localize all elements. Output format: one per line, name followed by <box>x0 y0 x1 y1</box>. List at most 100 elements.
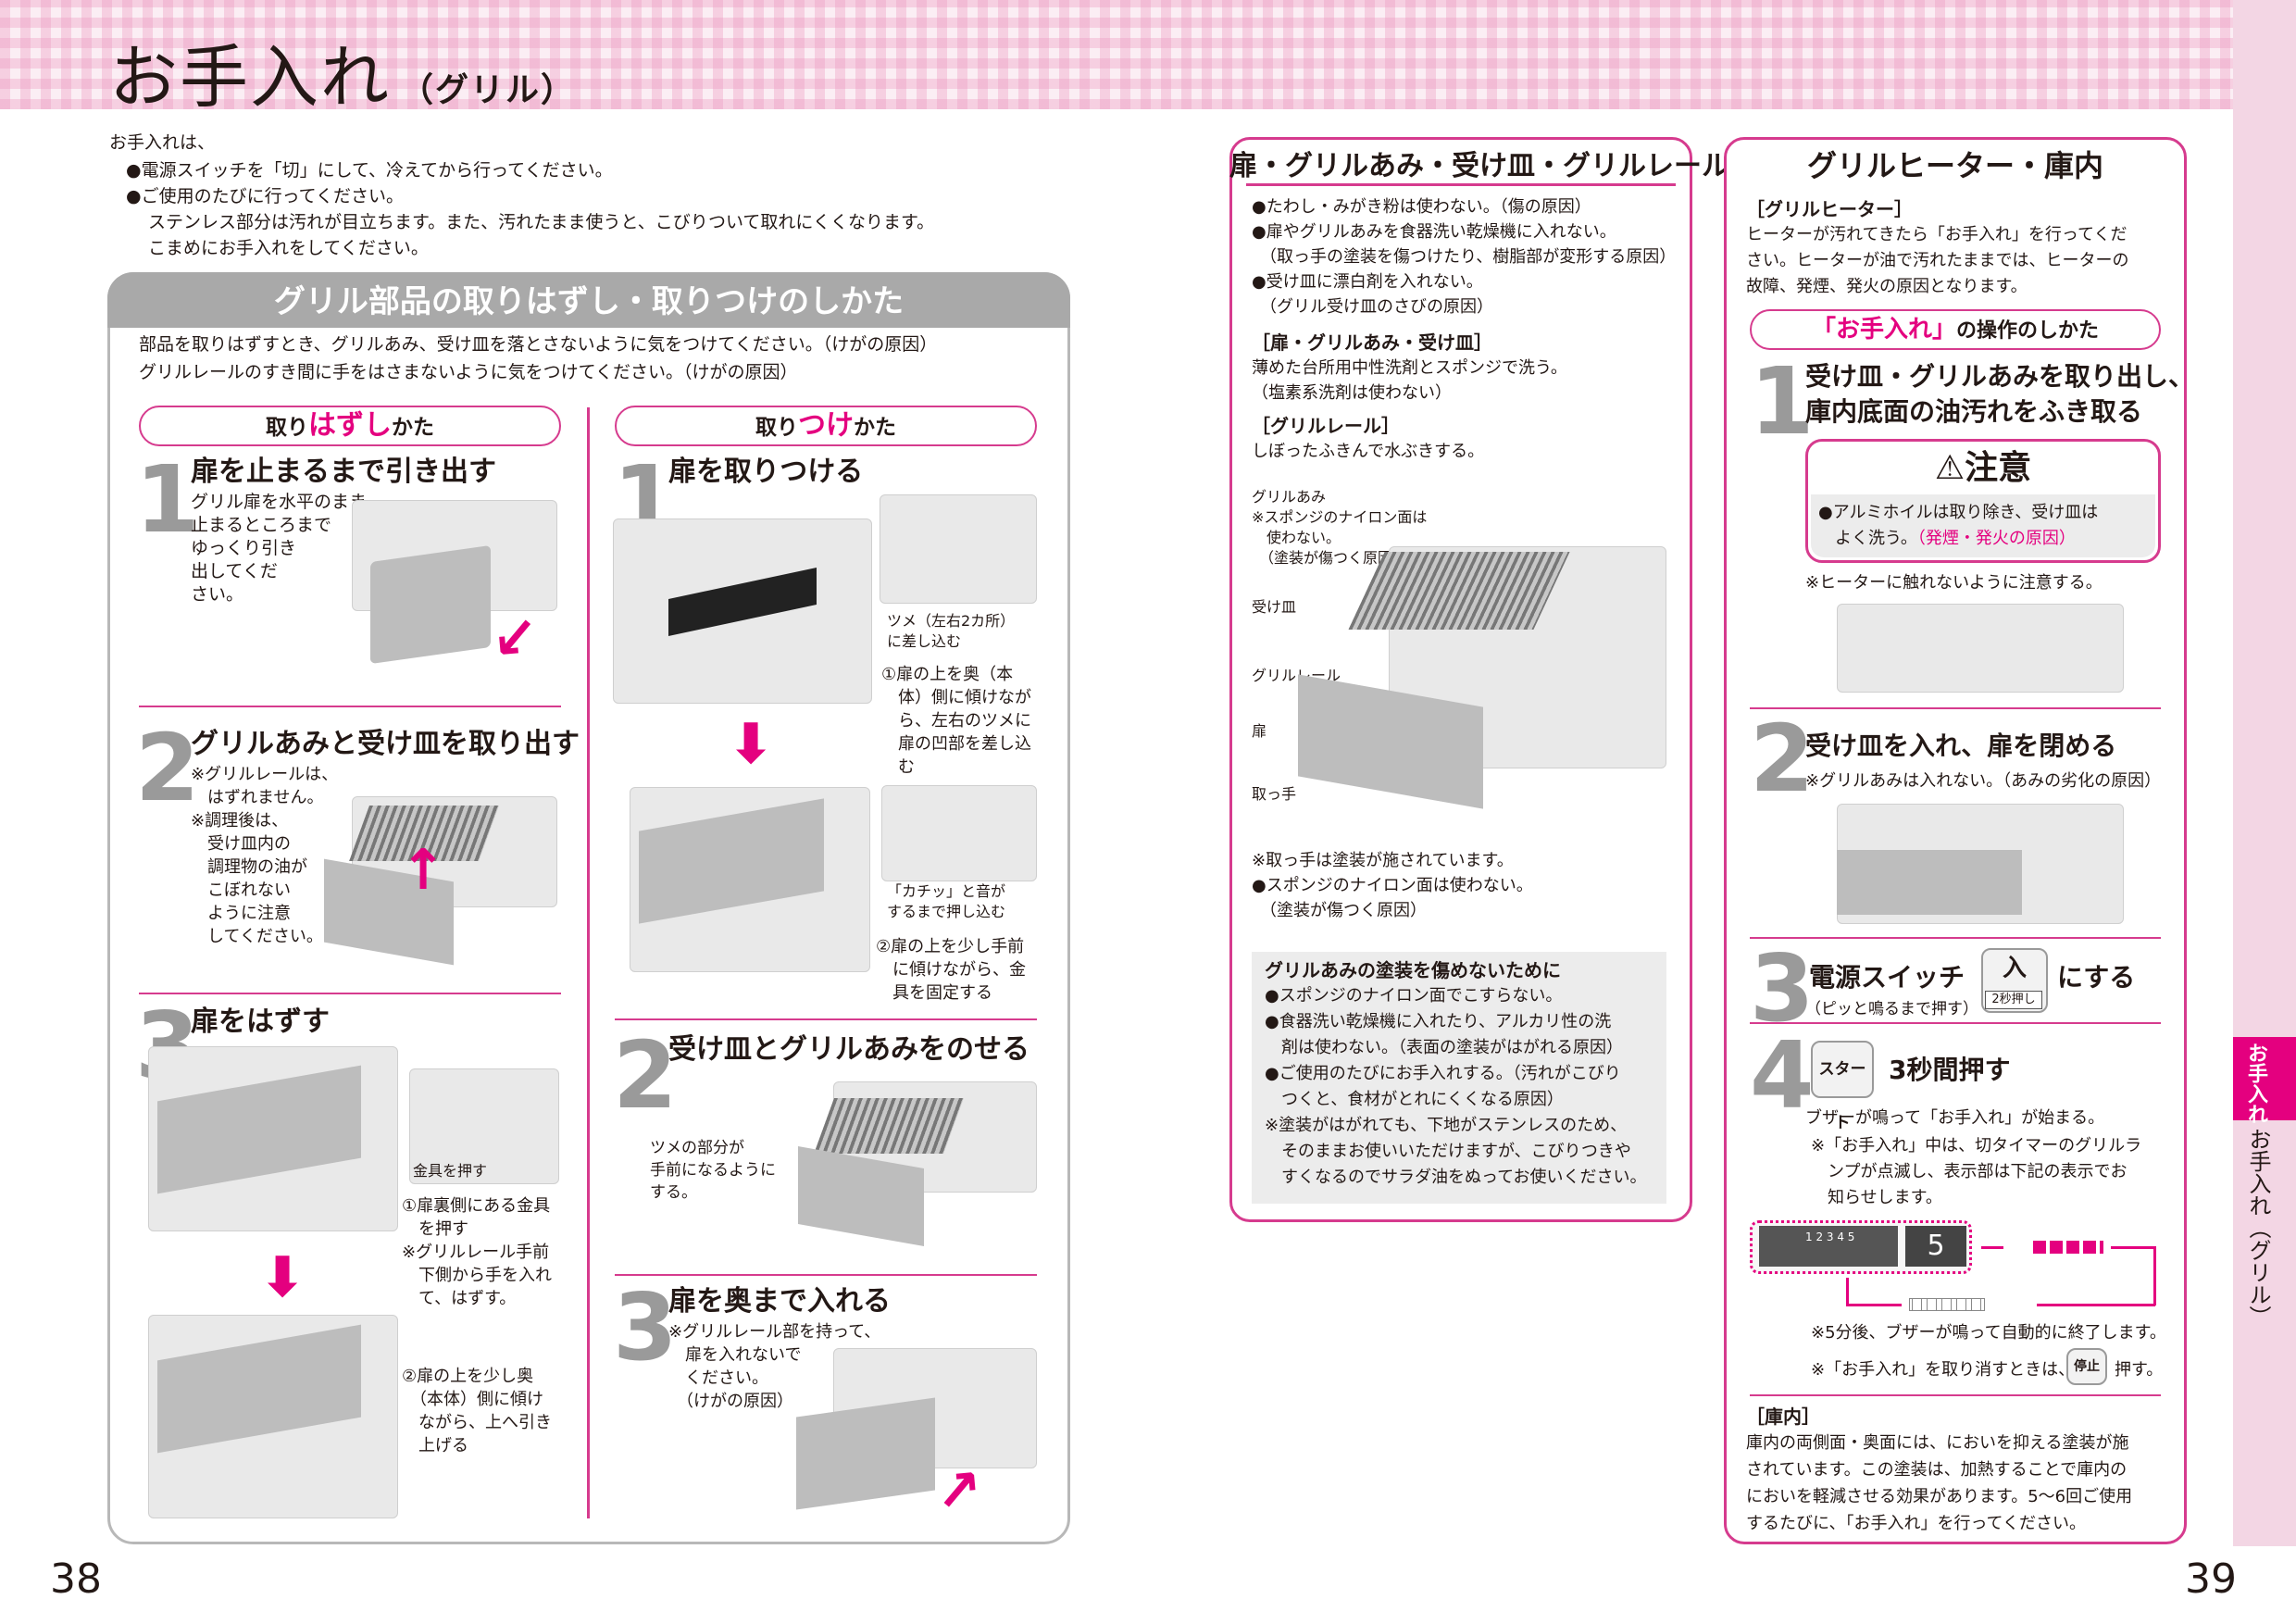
flow-arrow <box>1981 1246 2003 1249</box>
start-button-icon: スタート <box>1811 1041 1874 1132</box>
sub-title: ［庫内］ <box>1746 1405 1820 1428</box>
flow-arrow <box>1846 1304 1902 1306</box>
segment-display <box>2033 1241 2103 1254</box>
illustration-callout <box>880 494 1037 604</box>
middle-foot: ※取っ手は塗装が施されています。●スポンジのナイロン面は使わない。 （塗装が傷つ… <box>1252 851 1533 920</box>
middle-bullets: ●たわし・みがき粉は使わない。（傷の原因）●扉やグリルあみを食器洗い乾燥機に入れ… <box>1252 197 1677 317</box>
sub-lines: しぼったふきんで水ぶきする。 <box>1252 442 1485 461</box>
step-notes: ②扉の上を少し奥 （本体）側に傾け ながら、上へ引き 上げる <box>402 1367 552 1455</box>
step-desc: グリル扉を水平のまま、止まるところまでゆっくり引き出してください。 <box>191 492 384 605</box>
side-tab-label: お手入れ（グリル） <box>2245 1128 2271 1328</box>
illustration-grill-door <box>370 544 491 665</box>
step-title: 扉を止まるまで引き出す <box>191 456 496 488</box>
side-tab-label: お手入れ <box>2244 1043 2267 1124</box>
page-title: お手入れ（グリル） <box>109 38 577 118</box>
divider <box>1750 707 2161 709</box>
segment-display-off <box>1909 1298 1985 1311</box>
label-tobira: 扉 <box>1252 722 1267 740</box>
middle-box-title: 扉・グリルあみ・受け皿・グリルレール <box>1229 150 1729 182</box>
callout-label: 金具を押す <box>413 1162 488 1180</box>
step-title: グリルあみと受け皿を取り出す <box>191 728 580 760</box>
step-number: 3 <box>1750 934 1815 1043</box>
header-band <box>0 0 2296 109</box>
divider <box>615 1274 1037 1276</box>
step-sub: （ピッと鳴るまで押す） <box>1805 1000 1978 1018</box>
step-number: 1 <box>1750 347 1815 456</box>
arrow-down-icon: ⬇ <box>728 712 775 777</box>
sub-title: ［グリルレール］ <box>1252 415 1400 437</box>
side-tab <box>2233 0 2296 1546</box>
illustration-callout <box>881 785 1037 881</box>
intro-lead: お手入れは、 <box>109 132 216 153</box>
step-title: 扉を奥まで入れる <box>668 1285 891 1318</box>
page-number-right: 39 <box>2185 1555 2237 1603</box>
illustration-grill-net <box>1348 552 1570 630</box>
label-ami: グリルあみ※スポンジのナイロン面は 使わない。 （塗装が傷つく原因） <box>1252 488 1428 567</box>
illustration-grill-net <box>814 1098 964 1154</box>
step-desc: ※グリルレール部を持って、 扉を入れないで ください。 （けがの原因） <box>668 1322 881 1411</box>
flow-arrow <box>2037 1304 2155 1306</box>
end-note: ※5分後、ブザーが鳴って自動的に終了します。 <box>1811 1323 2166 1343</box>
intro-line: ステンレス部分は汚れが目立ちます。また、汚れたまま使うと、こびりついて取れにくく… <box>148 212 935 232</box>
right-box-title: グリルヒーター・庫内 <box>1806 148 2103 183</box>
step-number: 4 <box>1750 1021 1815 1130</box>
side-tab-active <box>2233 1037 2296 1120</box>
step-title: にする <box>2057 962 2136 993</box>
callout-label: ツメ（左右2カ所）に差し込む <box>887 612 1016 650</box>
step-notes: ①扉裏側にある金具 を押す※グリルレール手前 下側から手を入れ て、はずす。 <box>402 1196 552 1308</box>
step-notes: ②扉の上を少し手前 に傾けながら、金 具を固定する <box>876 937 1026 1003</box>
parts-note: グリルレールのすき間に手をはさまないように気をつけてください。（けがの原因） <box>139 362 798 382</box>
step-title: 3秒間押す <box>1889 1055 2011 1085</box>
step-title: 受け皿・グリルあみを取り出し、庫内底面の油汚れをふき取る <box>1805 361 2195 427</box>
page-number-left: 38 <box>50 1555 102 1603</box>
tip-lines: ●スポンジのナイロン面でこすらない。●食器洗い乾燥機に入れたり、アルカリ性の洗 … <box>1265 986 1647 1187</box>
callout-label: 「カチッ」と音がするまで押し込む <box>887 882 1006 920</box>
parts-section-band <box>107 272 1070 328</box>
press-2sec-badge: 2秒押し <box>1985 991 2042 1009</box>
intro-bullet: ●ご使用のたびに行ってください。 <box>126 186 405 206</box>
step-title: 受け皿とグリルあみをのせる <box>668 1033 1029 1066</box>
illustration-door <box>1837 850 2022 915</box>
tip-title: グリルあみの塗装を傷めないために <box>1265 959 1561 981</box>
divider <box>139 706 561 707</box>
sub-title: ［グリルヒーター］ <box>1746 198 1913 220</box>
heater-lines: ヒーターが汚れてきたら「お手入れ」を行ってください。ヒーターが油で汚れたままでは… <box>1746 225 2129 296</box>
display-lamps <box>1759 1226 1898 1267</box>
attach-pill: 取りつけかた <box>615 406 1037 446</box>
step-number: 2 <box>613 1021 678 1130</box>
display-digit: 5 <box>1905 1226 1966 1267</box>
cancel-note: ※「お手入れ」を取り消すときは、 <box>1811 1360 2076 1380</box>
cancel-note: 押す。 <box>2115 1360 2164 1380</box>
flow-arrow <box>1846 1278 1849 1305</box>
operation-pill: 「お手入れ」の操作のしかた <box>1750 309 2161 350</box>
arrow-down-icon: ⬇ <box>259 1245 306 1310</box>
step-title: 受け皿を入れ、扉を閉める <box>1805 731 2117 761</box>
page-subtitle: （グリル） <box>400 71 577 109</box>
sub-lines: 薄めた台所用中性洗剤とスポンジで洗う。（塩素系洗剤は使わない） <box>1252 358 1567 403</box>
step-number: 1 <box>135 445 200 554</box>
step-number: 3 <box>613 1273 678 1381</box>
parts-section-title: グリル部品の取りはずし・取りつけのしかた <box>273 283 905 320</box>
label-sara: 受け皿 <box>1252 598 1297 616</box>
stop-button-icon: 停止 <box>2066 1348 2107 1385</box>
arrow-icon: ↑ <box>400 838 447 903</box>
divider <box>615 1018 1037 1020</box>
illustration-grill-interior <box>1837 604 2124 693</box>
kou-lines: 庫内の両側面・奥面には、においを抑える塗装が施されています。この塗装は、加熱する… <box>1746 1433 2133 1533</box>
illustration-callout <box>409 1068 559 1184</box>
step-number: 2 <box>135 714 200 822</box>
flow-arrow <box>2153 1246 2156 1305</box>
step-note: ※グリルあみは入れない。（あみの劣化の原因） <box>1805 771 2162 791</box>
step-title: 扉をはずす <box>191 1006 330 1038</box>
divider <box>1750 937 2161 939</box>
label-totte: 取っ手 <box>1252 785 1297 803</box>
divider <box>1750 1394 2161 1396</box>
step-notes: ※「お手入れ」中は、切タイマーのグリルラ ンプが点滅し、表示部は下記の表示でお … <box>1811 1136 2142 1207</box>
step-note: ※ヒーターに触れないように注意する。 <box>1805 573 2103 593</box>
step-notes: ①扉の上を奥（本 体）側に傾けなが ら、左右のツメに 扉の凹部を差し込 む <box>881 665 1031 777</box>
step-desc: ※グリルレールは、 はずれません。※調理後は、 受け皿内の 調理物の油が こぼれ… <box>191 765 339 946</box>
sub-title: ［扉・グリルあみ・受け皿］ <box>1252 331 1492 354</box>
divider <box>139 993 561 994</box>
removal-pill: 取りはずしかた <box>139 406 561 446</box>
step-title: 扉を取りつける <box>668 456 864 488</box>
